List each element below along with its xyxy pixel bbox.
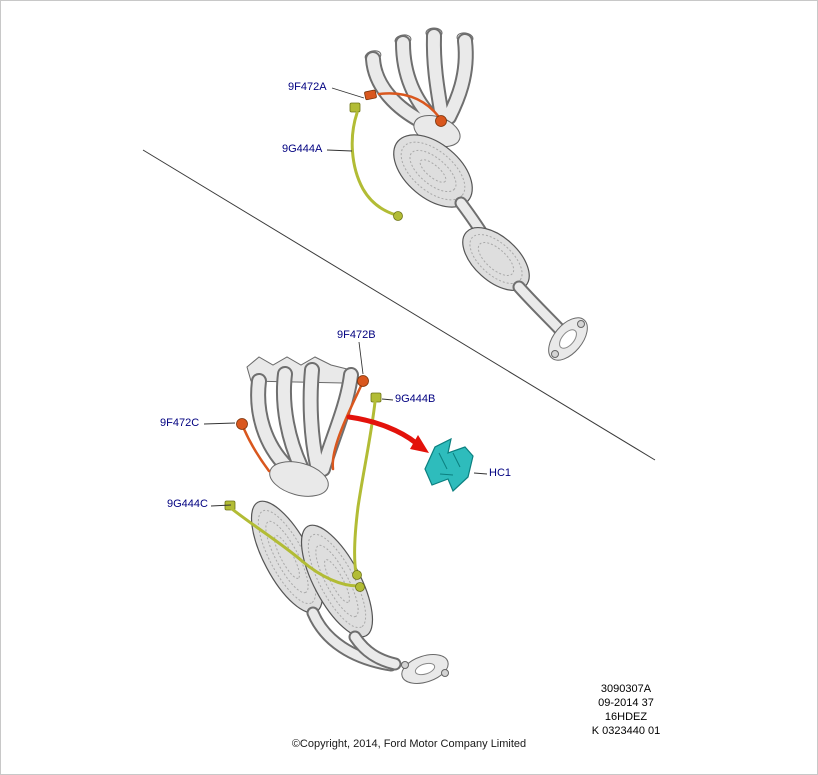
manifold-runner	[317, 369, 357, 475]
exhaust-pipe	[350, 632, 400, 669]
flange-bolt-hole	[401, 661, 409, 669]
manifold-runner	[443, 35, 472, 123]
harness-a-wire	[350, 111, 398, 217]
oxygen-sensor-b-wire	[331, 384, 363, 471]
catalyst-mesh	[265, 520, 309, 594]
oxygen-sensor-a	[435, 115, 447, 127]
callout-9F472B[interactable]: 9F472B	[337, 329, 376, 341]
harness-c-end-connector	[355, 582, 365, 592]
pointer-arrow	[346, 414, 419, 446]
rear-exhaust-assembly	[224, 356, 449, 684]
flange-bore	[414, 662, 436, 676]
catalyst-mesh	[477, 242, 515, 276]
leader-line	[203, 422, 236, 425]
catalyst-mesh	[400, 141, 466, 201]
leader-line	[473, 472, 488, 475]
stamp-line-1: 3090307A	[600, 683, 652, 695]
harness-b-connector	[370, 392, 382, 403]
bracket-detail-lines	[438, 452, 461, 476]
callout-9F472A[interactable]: 9F472A	[288, 81, 327, 93]
callout-9G444B[interactable]: 9G444B	[395, 393, 436, 405]
harness-b-wire	[353, 400, 377, 575]
flange-bore	[559, 329, 577, 349]
harness-b-end-connector	[352, 570, 362, 580]
catalyst-mesh	[409, 149, 457, 193]
callout-9G444C[interactable]: 9G444C	[167, 498, 208, 510]
harness-c-wire	[230, 507, 360, 588]
manifold-runner	[367, 53, 431, 129]
bracket-body	[424, 437, 474, 493]
catalyst-mesh	[324, 559, 350, 603]
drawing-stamp: 3090307A 09-2014 37 16HDEZ K 0323440 01	[561, 682, 691, 738]
hc1-bracket	[424, 437, 474, 493]
catalytic-converter	[393, 134, 473, 208]
view-divider-line	[142, 149, 656, 461]
flange-bolt-hole	[551, 350, 559, 358]
pointer-arrow-head	[410, 435, 429, 453]
harness-a-end-connector	[393, 211, 403, 221]
copyright-notice: ©Copyright, 2014, Ford Motor Company Lim…	[291, 738, 527, 750]
manifold-runner	[397, 37, 439, 125]
oxygen-sensor-a-connector	[364, 89, 377, 101]
catalyst-body	[393, 134, 473, 208]
oxygen-sensor-c-wire	[242, 427, 271, 473]
oxygen-sensor-c	[236, 418, 248, 430]
leader-line	[381, 398, 394, 401]
stamp-line-2: 09-2014 37	[598, 697, 654, 709]
flange-bolt-hole	[441, 669, 449, 677]
leader-line	[210, 504, 232, 507]
front-exhaust-assembly	[349, 27, 588, 361]
callout-9G444A[interactable]: 9G444A	[282, 143, 323, 155]
oxygen-sensor-b	[357, 375, 369, 387]
callout-HC1[interactable]: HC1	[489, 467, 512, 479]
callout-9F472C[interactable]: 9F472C	[160, 417, 200, 429]
flange-bolt-hole	[577, 320, 585, 328]
leader-line	[331, 87, 365, 99]
catalyst-mesh	[307, 533, 367, 629]
stamp-line-3: 16HDEZ	[604, 711, 648, 723]
manifold-runner	[277, 368, 307, 473]
catalyst-mesh	[469, 234, 523, 284]
oxygen-sensor-a-wire	[377, 92, 441, 119]
leader-line	[326, 149, 353, 152]
stamp-line-4: K 0323440 01	[591, 725, 661, 737]
manifold-runner	[252, 375, 293, 473]
catalyst-mesh	[315, 544, 359, 618]
leader-line	[358, 341, 364, 375]
manifold-runner	[427, 30, 448, 123]
exhaust-pipe	[514, 282, 567, 337]
catalyst-mesh	[419, 159, 447, 183]
manifold-runner	[304, 364, 323, 471]
harness-a-connector	[349, 102, 361, 113]
